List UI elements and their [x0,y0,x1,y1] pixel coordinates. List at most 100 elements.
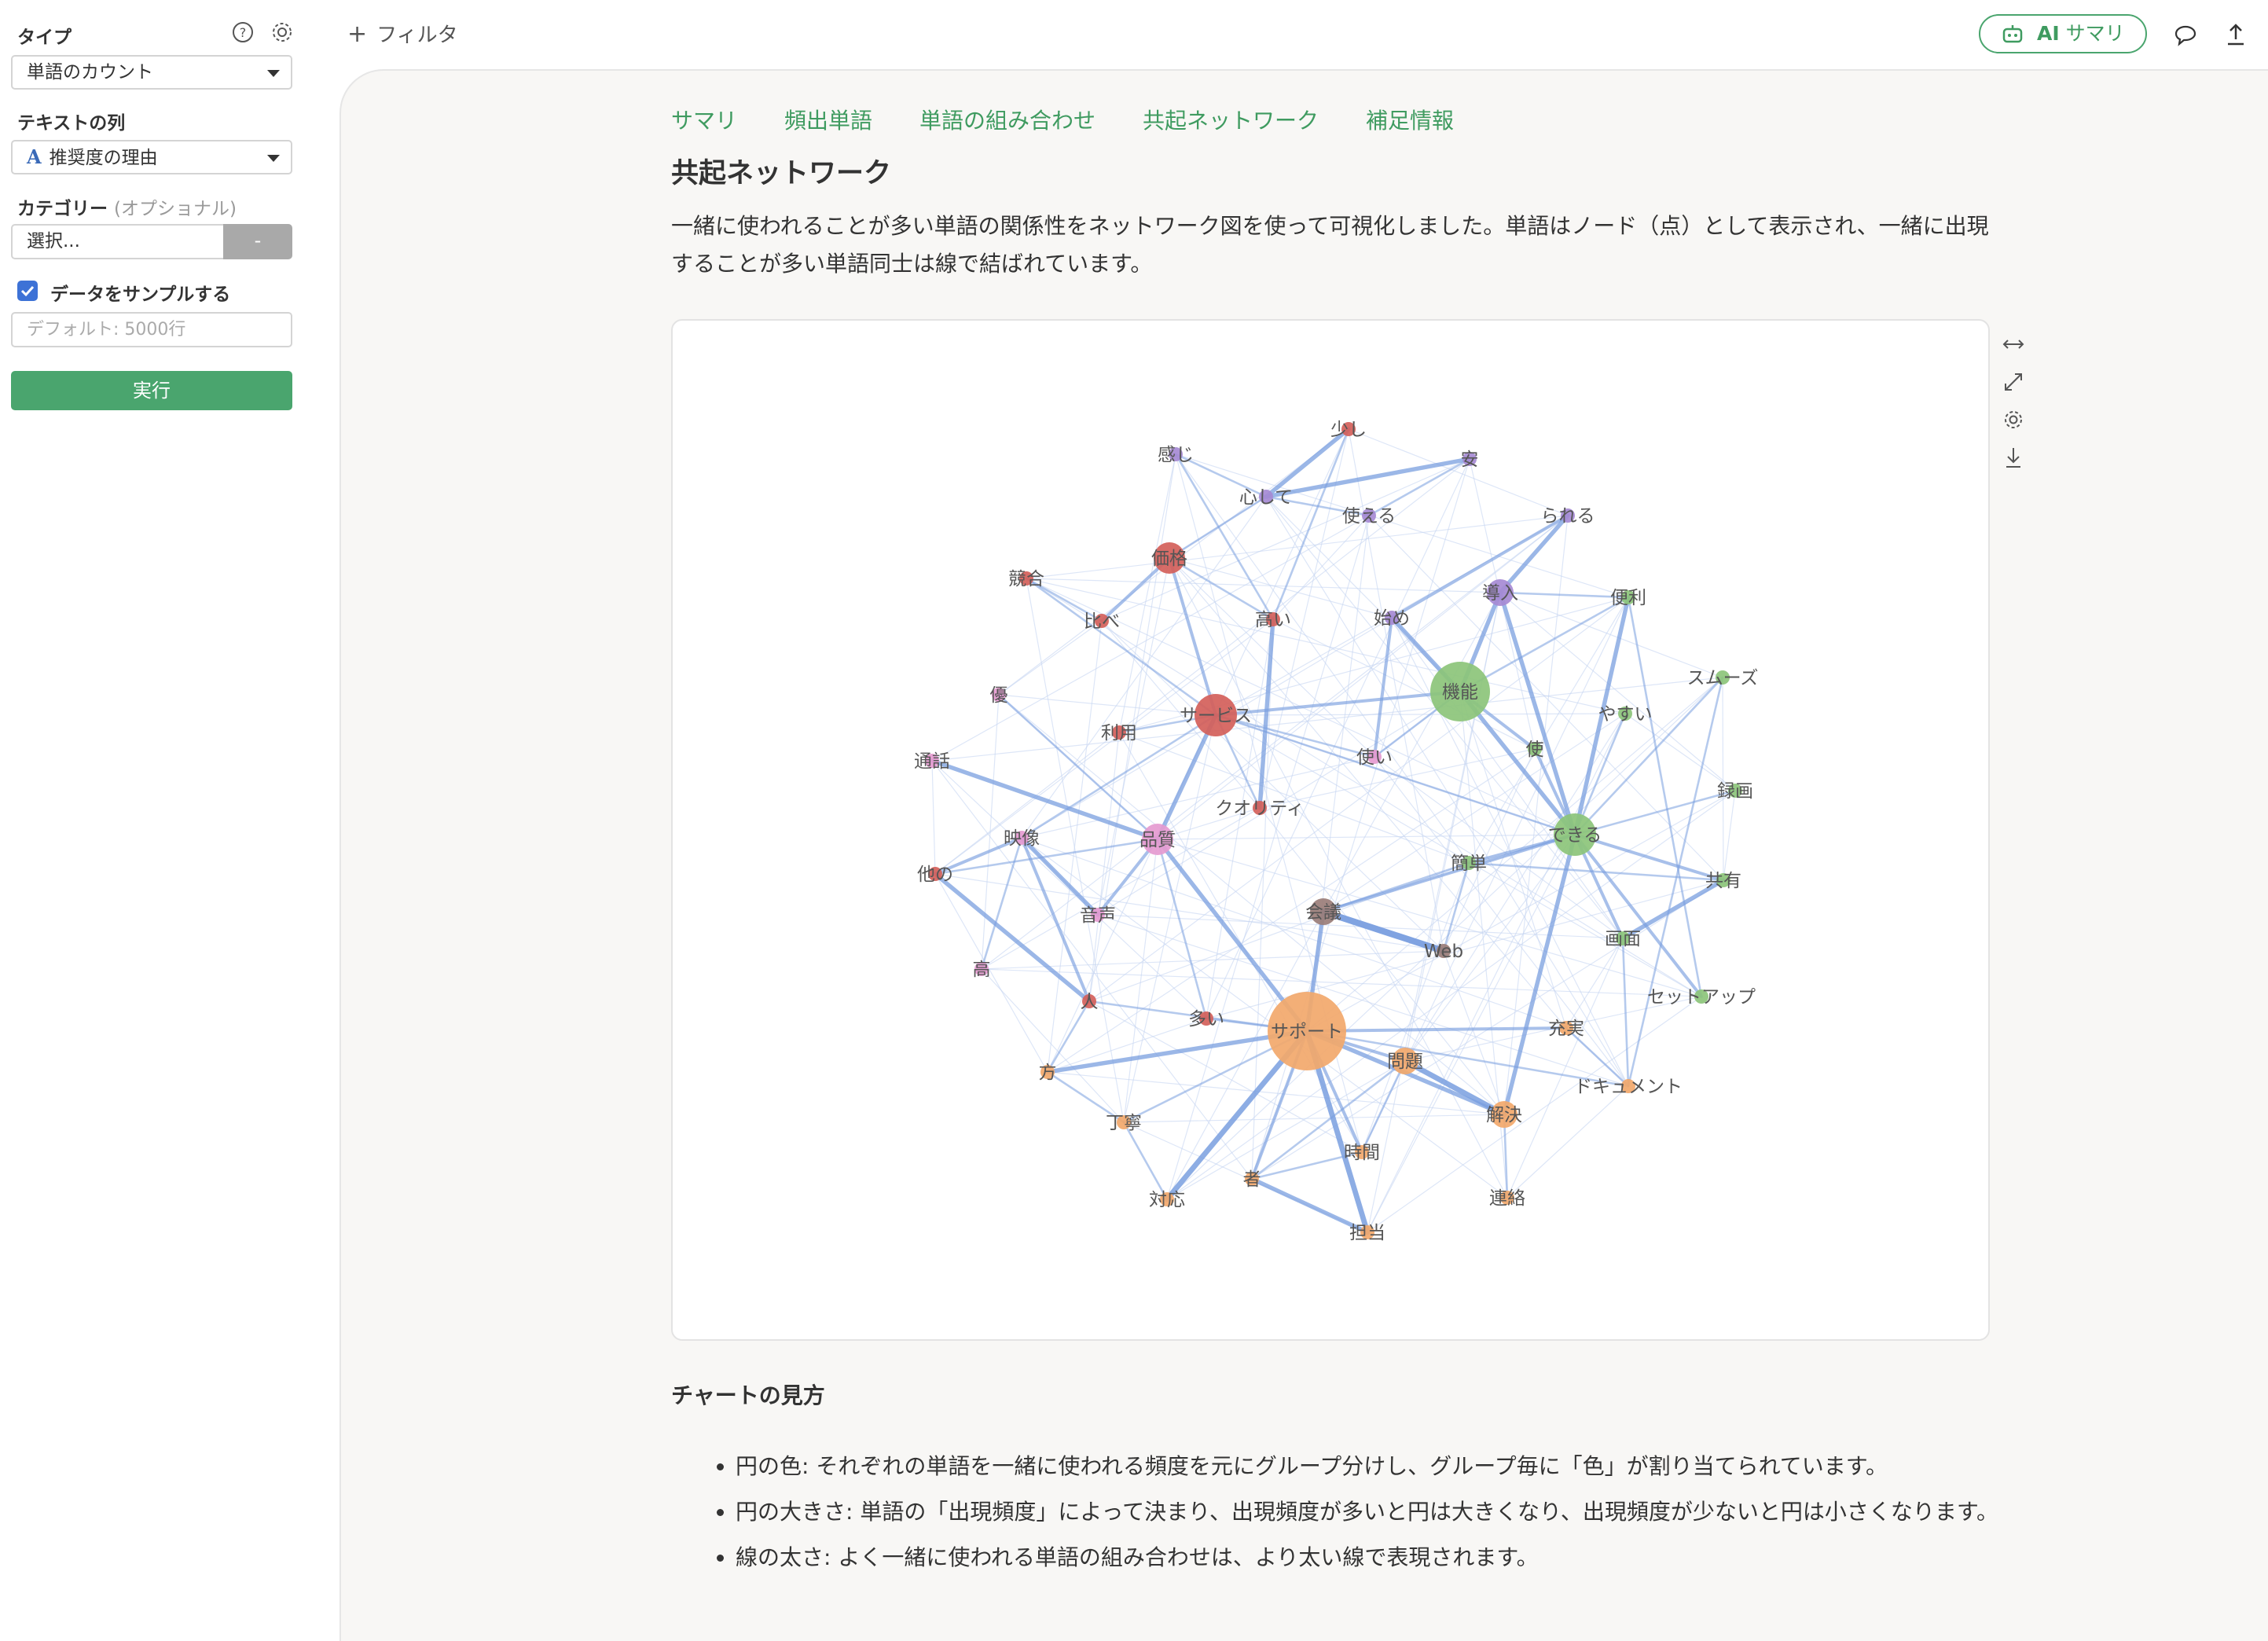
tab-frequent-words[interactable]: 頻出単語 [784,108,873,134]
network-node-label: 時間 [1344,1143,1380,1163]
network-edge [1499,591,1630,599]
network-node[interactable] [1310,898,1337,925]
network-node-label: 感じ [1158,445,1194,465]
category-input[interactable]: 選択... [11,224,223,259]
network-node-label: 高 [973,960,991,980]
network-node[interactable] [1095,614,1109,628]
network-node[interactable] [1195,694,1237,736]
network-edge-faint [1118,732,1470,864]
network-node[interactable] [1694,989,1708,1004]
category-clear-button[interactable]: - [223,224,292,259]
network-node[interactable] [1491,1101,1518,1128]
network-node[interactable] [1266,612,1280,626]
network-edge-faint [1166,677,1723,1200]
labels-layer: 感じ少し安心して使えるられる価格競合導入便利比べ高い始めスムーズ優機能サービスや… [914,420,1758,1243]
filter-label: フィルタ [376,24,458,47]
network-node[interactable] [1253,801,1267,815]
network-edge [1025,577,1103,622]
network-node[interactable] [1341,422,1356,436]
network-node[interactable] [1367,750,1382,764]
network-node-label: 録画 [1717,781,1753,802]
network-node[interactable] [1268,992,1346,1070]
expand-horizontal-icon[interactable] [2001,332,2026,357]
network-node[interactable] [974,962,989,976]
network-node[interactable] [1259,490,1273,504]
download-icon[interactable] [2001,445,2026,470]
network-edge [1498,513,1570,595]
network-node[interactable] [1716,873,1730,887]
network-node[interactable] [1112,725,1126,740]
share-icon[interactable] [2224,22,2248,47]
chart-settings-icon[interactable] [2001,407,2026,432]
network-node[interactable] [1019,571,1033,586]
network-node[interactable] [1561,508,1575,523]
network-node[interactable] [1362,508,1376,523]
network-node[interactable] [1528,742,1542,756]
type-select[interactable]: 単語のカウント [11,55,292,90]
network-node[interactable] [1117,1115,1131,1129]
network-node[interactable] [1430,662,1490,721]
network-node[interactable] [1462,452,1477,466]
network-node[interactable] [1487,579,1514,606]
network-node[interactable] [925,754,939,768]
network-node[interactable] [1462,856,1476,870]
network-node[interactable] [992,688,1006,702]
tab-supplementary-info[interactable]: 補足情報 [1366,108,1455,134]
comment-icon[interactable] [2174,24,2197,47]
network-node[interactable] [1385,611,1399,625]
network-node[interactable] [1728,784,1742,798]
network-node[interactable] [1040,1065,1055,1079]
run-button[interactable]: 実行 [11,371,292,410]
network-node[interactable] [1245,1172,1259,1186]
network-node[interactable] [1360,1225,1374,1239]
network-node-label: 品質 [1140,830,1176,850]
network-node[interactable] [1142,824,1173,855]
network-edge-faint [1026,578,1626,714]
network-node[interactable] [1437,944,1451,958]
ai-summary-label: サマリ [2065,22,2125,45]
network-edge [1250,1151,1363,1180]
network-node[interactable] [928,867,942,881]
network-node-label: 解決 [1486,1105,1522,1125]
network-edge-faint [998,694,1217,716]
gear-icon[interactable] [270,20,294,44]
network-edge-faint [1047,1071,1505,1115]
network-node[interactable] [1621,1079,1635,1093]
network-edge-faint [998,694,1505,1115]
fullscreen-icon[interactable] [2001,369,2026,395]
network-node[interactable] [1091,908,1105,922]
network-node[interactable] [1618,707,1632,721]
network-edge-faint [1123,839,1158,1123]
network-node[interactable] [1015,831,1029,845]
network-node[interactable] [1500,1191,1514,1205]
sample-checkbox[interactable] [17,281,38,301]
network-edge [1168,556,1217,717]
help-icon[interactable]: ? [231,20,255,44]
network-node[interactable] [1355,1145,1369,1159]
network-node[interactable] [1616,931,1630,945]
network-node[interactable] [1160,1192,1174,1206]
network-node[interactable] [1154,542,1185,574]
network-edge [1155,713,1218,842]
tab-cooccurrence-network[interactable]: 共起ネットワーク [1143,108,1319,134]
tab-word-combinations[interactable]: 単語の組み合わせ [919,108,1096,134]
network-edge [1573,676,1724,836]
network-node[interactable] [1621,590,1635,604]
network-node[interactable] [1559,1021,1573,1035]
sample-size-input[interactable]: デフォルト: 5000行 [11,312,292,347]
tab-summary[interactable]: サマリ [671,108,738,134]
network-node[interactable] [1082,994,1096,1008]
network-node[interactable] [1169,447,1183,461]
network-node[interactable] [1716,670,1730,685]
network-node[interactable] [1554,813,1596,856]
network-edge-faint [1157,839,1702,997]
robot-icon [2002,25,2023,43]
network-node[interactable] [1199,1011,1213,1026]
filter-button[interactable]: +フィルタ [347,19,458,48]
network-node-label: 使い [1356,747,1393,768]
network-edge-faint [931,515,1370,762]
network-node[interactable] [1392,1048,1418,1074]
network-edge-faint [981,950,1444,970]
